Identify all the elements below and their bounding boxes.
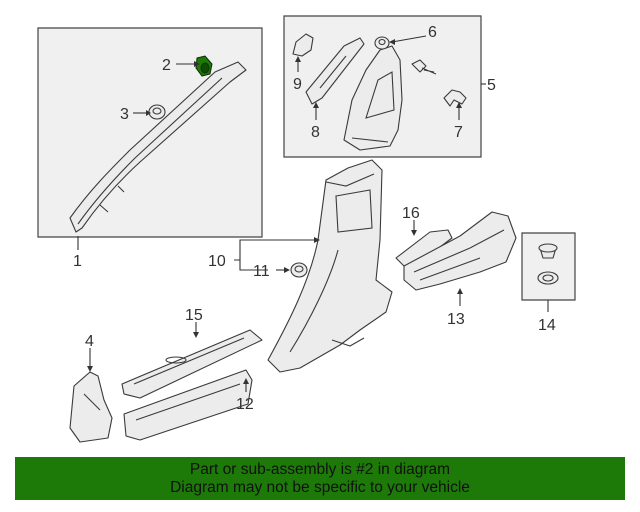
callout-12: 12 <box>236 396 254 413</box>
nut-part-6[interactable] <box>374 36 390 50</box>
part-info-banner: Part or sub-assembly is #2 in diagram Di… <box>15 457 625 500</box>
callout-15: 15 <box>185 307 203 324</box>
b-pillar-upper-trim[interactable] <box>343 45 403 151</box>
callout-8: 8 <box>311 124 320 141</box>
callout-16: 16 <box>402 205 420 222</box>
callout-6: 6 <box>428 24 437 41</box>
callout-10: 10 <box>208 253 226 270</box>
callout-5: 5 <box>487 77 496 94</box>
lower-sill-trim[interactable] <box>123 369 253 441</box>
bracket-part-9[interactable] <box>292 33 314 57</box>
callout-4: 4 <box>85 333 94 350</box>
banner-line-1: Part or sub-assembly is #2 in diagram <box>189 461 451 478</box>
callout-3: 3 <box>120 106 129 123</box>
front-sill-plate[interactable] <box>121 329 263 399</box>
banner-line-2: Diagram may not be specific to your vehi… <box>170 479 470 496</box>
callout-14: 14 <box>538 317 556 334</box>
callout-9: 9 <box>293 76 302 93</box>
clip-part-7[interactable] <box>443 89 467 107</box>
clip-part-2-highlighted[interactable] <box>195 55 213 77</box>
screw-icon[interactable] <box>411 59 437 75</box>
rear-sill-plate[interactable] <box>403 211 517 291</box>
trim-piece-part-8[interactable] <box>305 37 365 105</box>
b-pillar-lower-trim[interactable] <box>267 159 393 373</box>
kick-panel-part-4[interactable] <box>69 371 113 443</box>
grommet-part-3[interactable] <box>148 104 166 120</box>
callout-labels: 1 2 3 4 5 6 7 8 9 10 11 12 13 14 15 16 <box>73 24 556 413</box>
callout-7: 7 <box>454 124 463 141</box>
callout-2: 2 <box>162 57 171 74</box>
grommet-part-11[interactable] <box>290 262 308 278</box>
callout-11: 11 <box>253 263 270 280</box>
callout-13: 13 <box>447 311 465 328</box>
leader-lines <box>77 35 549 392</box>
clip-part-14[interactable] <box>537 243 559 285</box>
callout-1: 1 <box>73 253 82 270</box>
a-pillar-trim[interactable] <box>69 61 247 233</box>
group-box-14 <box>521 232 576 301</box>
